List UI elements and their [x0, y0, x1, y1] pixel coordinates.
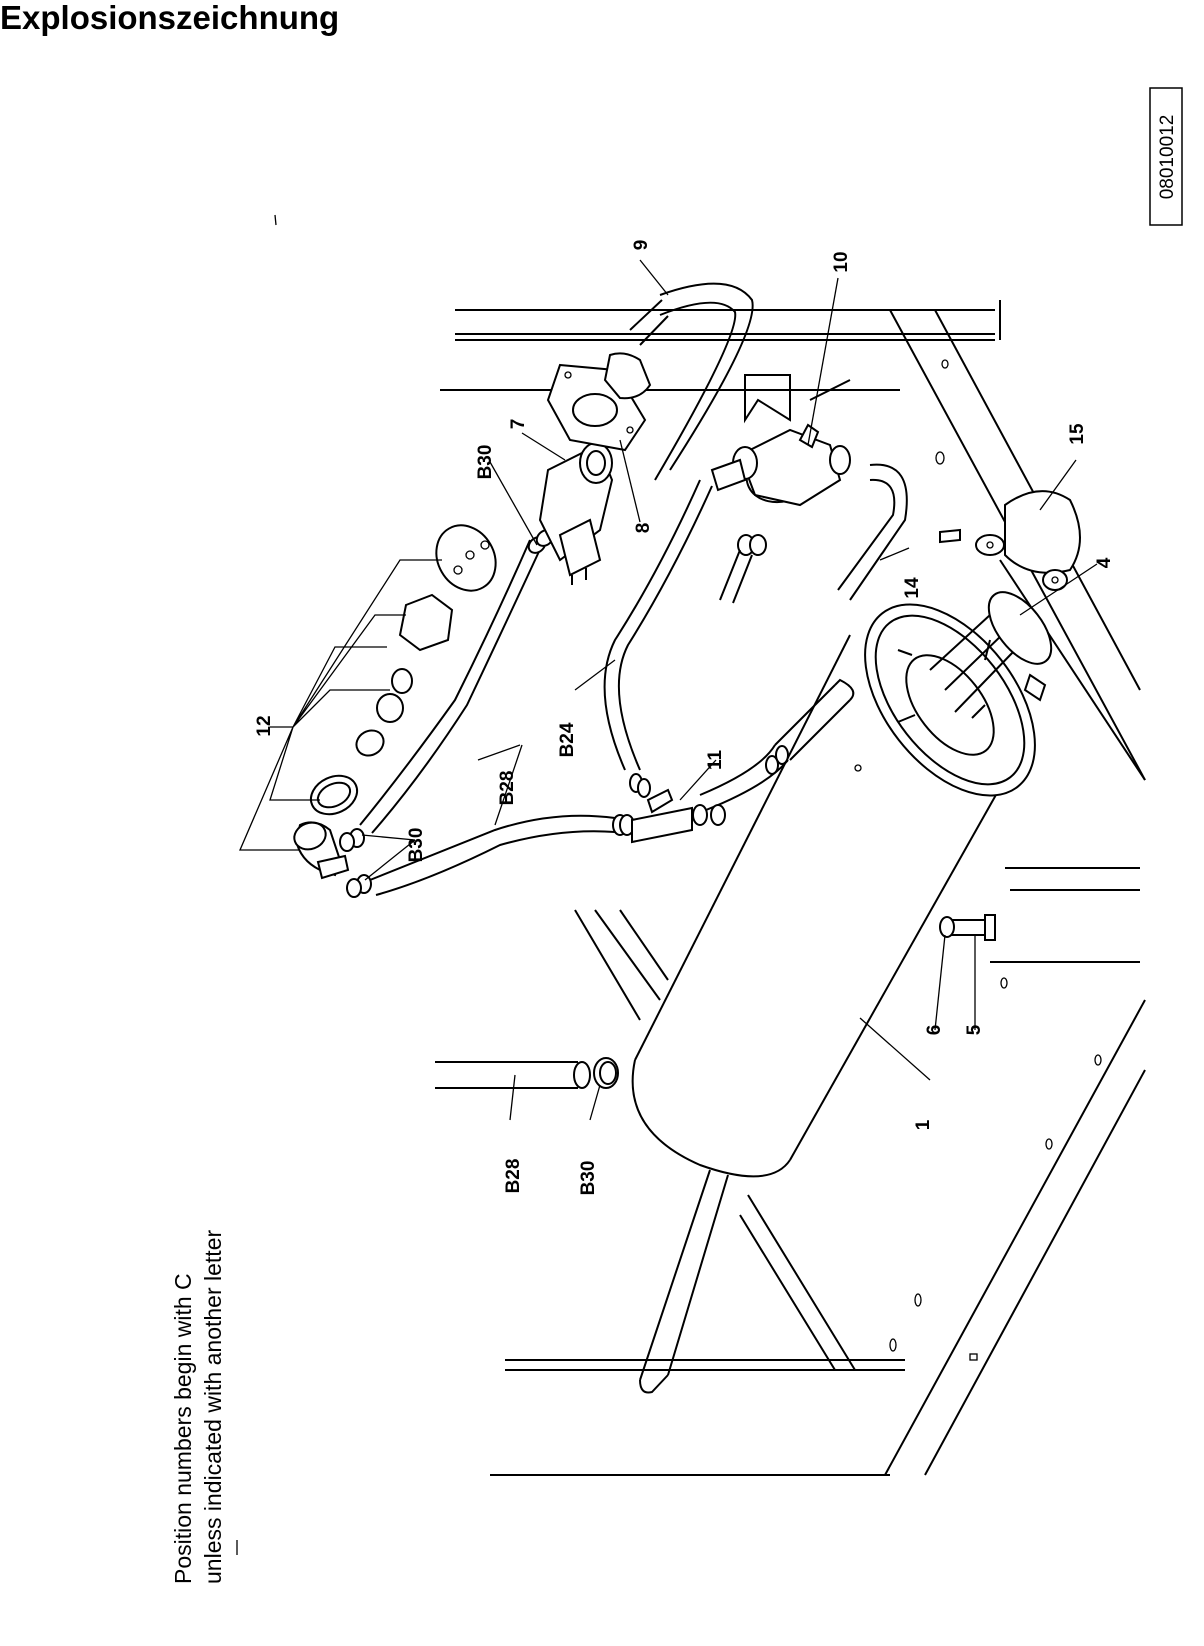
- drawing-code-box: 08010012: [1149, 87, 1183, 226]
- t-piece: [631, 788, 693, 844]
- callout-b28-upper: B28: [497, 771, 518, 806]
- callout-labels: 9 10 7 B30 8 15 14 4 12 B24 11 B28 B30 6…: [254, 240, 1115, 1196]
- leader-lines: [236, 214, 1098, 1555]
- solenoid-valve: [538, 442, 614, 585]
- mounting-plate: [546, 352, 791, 452]
- screw-washer: [939, 673, 1047, 941]
- callout-4: 4: [1094, 557, 1115, 568]
- callout-b28-lower: B28: [503, 1159, 524, 1194]
- callout-12: 12: [254, 715, 275, 736]
- callout-b30-mid: B30: [406, 828, 427, 863]
- clamps: [339, 529, 726, 1089]
- note-line-1: Position numbers begin with C: [170, 1273, 196, 1584]
- side-pipe: [765, 678, 855, 775]
- callout-10: 10: [831, 251, 852, 272]
- position-note: Position numbers begin with C unless ind…: [170, 1230, 226, 1584]
- page-title: Explosionszeichnung: [0, 0, 340, 36]
- callout-15: 15: [1067, 423, 1088, 445]
- callout-b30-bottom: B30: [578, 1161, 599, 1196]
- pump: [710, 423, 851, 604]
- callout-5: 5: [964, 1024, 985, 1035]
- callout-6: 6: [924, 1025, 945, 1036]
- callout-7: 7: [508, 419, 529, 430]
- callout-b30-top: B30: [475, 445, 496, 480]
- callout-9: 9: [631, 240, 652, 251]
- tank: [631, 591, 1053, 1178]
- drawing-code: 08010012: [1157, 115, 1178, 200]
- note-line-2: unless indicated with another letter: [200, 1230, 226, 1584]
- cover-cap: [939, 490, 1081, 591]
- connector-set: [239, 524, 497, 880]
- callout-14: 14: [902, 577, 923, 599]
- callout-1: 1: [913, 1119, 934, 1130]
- hoses: [359, 282, 908, 1089]
- callout-8: 8: [633, 523, 654, 534]
- callout-b24: B24: [557, 722, 578, 757]
- callout-11: 11: [705, 750, 726, 771]
